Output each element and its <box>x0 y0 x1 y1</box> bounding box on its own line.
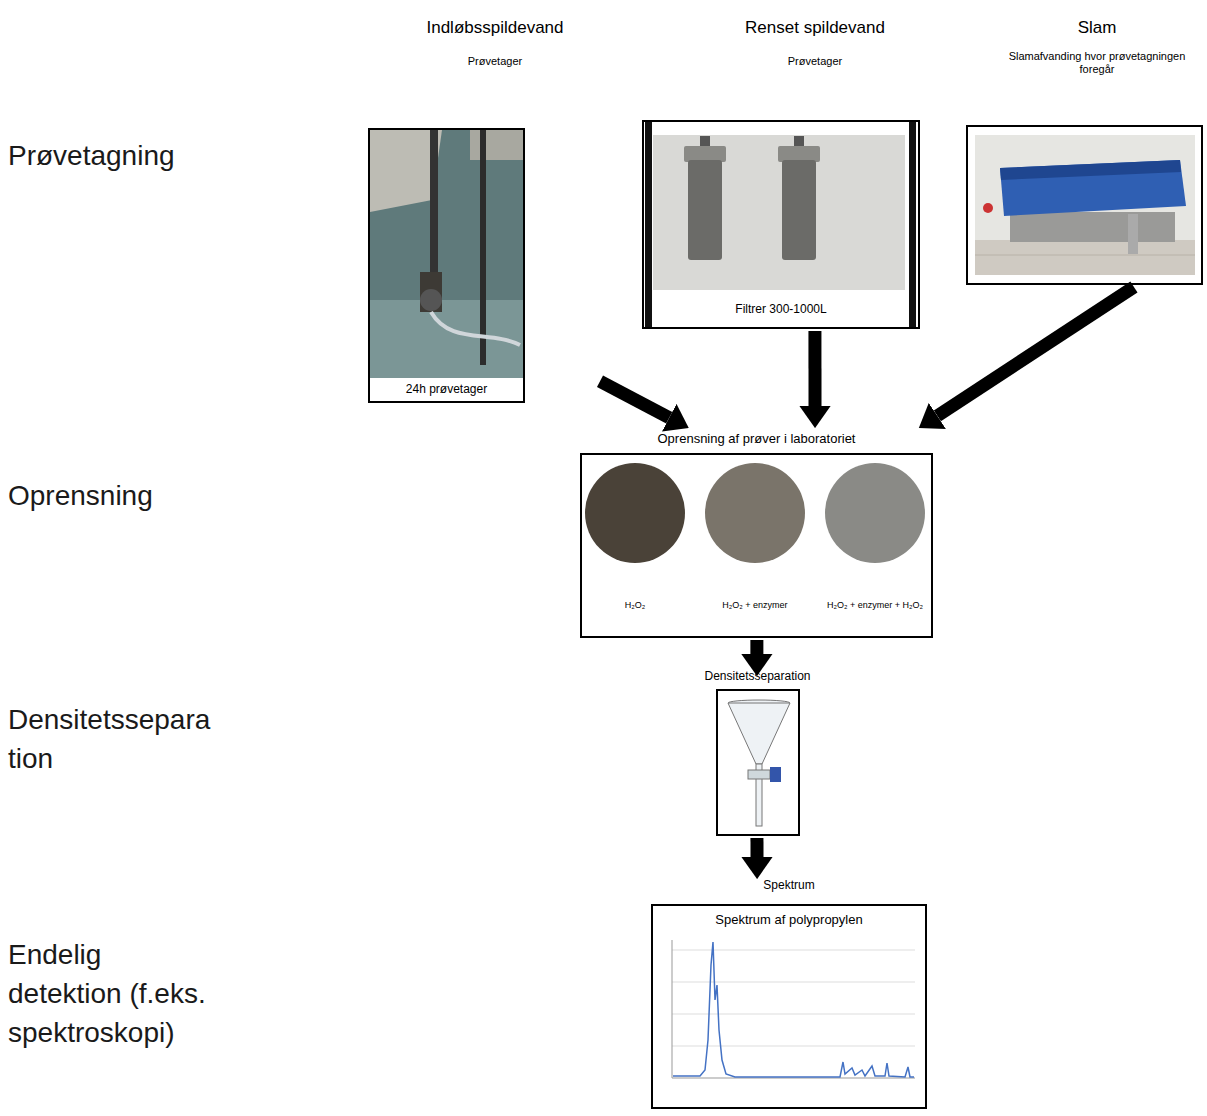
filter-disc <box>705 463 805 563</box>
water <box>370 300 523 378</box>
stopcock-handle <box>770 767 781 782</box>
sampler-inlet <box>420 289 442 311</box>
grid-line <box>672 982 915 983</box>
photo-ground <box>975 135 1195 275</box>
step-heading: Densitetsseparation <box>690 669 825 683</box>
flow-arrow <box>600 381 669 418</box>
photo-ground <box>653 135 905 290</box>
flow-arrow <box>937 287 1134 416</box>
machine-frame <box>1010 212 1175 242</box>
grid-line <box>672 1046 915 1047</box>
step-heading: Spektrum <box>649 878 929 892</box>
pipe <box>430 130 438 275</box>
step-heading: Oprensning af prøver i laboratoriet <box>578 431 935 447</box>
image-caption: H₂O₂ + enzymer + H₂O₂ <box>817 600 933 611</box>
sampler-head <box>420 272 442 312</box>
valve <box>983 203 993 213</box>
image-caption: 24h prøvetager <box>368 382 525 396</box>
stand-bar <box>909 122 916 327</box>
sub-heading: Prøvetager <box>715 55 915 68</box>
image-frame <box>651 904 927 1109</box>
stopcock <box>748 770 770 779</box>
image-frame <box>642 120 920 329</box>
pipe <box>480 130 486 365</box>
image-frame <box>368 128 525 403</box>
image-caption: Filtrer 300-1000L <box>642 302 920 316</box>
flow-arrow <box>750 640 763 654</box>
sub-heading: Prøvetager <box>395 55 595 68</box>
image-caption: H₂O₂ + enzymer <box>699 600 811 611</box>
flow-arrow <box>808 331 821 406</box>
stage-label: Densitetsseparation <box>8 700 213 778</box>
process-step: Oprensning af prøver i laboratorietH₂O₂ H… <box>578 428 935 640</box>
pipe <box>1128 214 1138 254</box>
column-heading: Renset spildevand <box>715 18 915 38</box>
floor-joint <box>975 255 1195 256</box>
y-axis <box>672 940 673 1078</box>
sub-heading: Slamafvanding hvor prøvetagningen foregå… <box>997 50 1197 76</box>
image-frame <box>580 453 933 638</box>
filter-disc <box>585 463 685 563</box>
flow-arrow <box>750 838 763 857</box>
process-step: IndløbsspildevandPrøvetager 24h prøvetage… <box>360 8 600 405</box>
filter-cap <box>684 146 726 162</box>
spectrum-line <box>673 942 914 1077</box>
hose <box>431 312 520 345</box>
stand-bar <box>645 122 652 327</box>
column-heading: Indløbsspildevand <box>395 18 595 38</box>
image-frame <box>966 125 1203 285</box>
filter-cap <box>778 146 820 162</box>
column-heading: Slam <box>992 18 1202 38</box>
floor <box>975 240 1195 275</box>
stage-label: Prøvetagning <box>8 136 338 175</box>
process-step: SpektrumSpektrum af polypropylen <box>649 874 929 1112</box>
process-step: Densitetsseparation <box>690 666 825 838</box>
filter-housing <box>688 160 722 260</box>
chart-title: Spektrum af polypropylen <box>651 912 927 928</box>
centrifuge <box>1000 160 1186 216</box>
wall-edge <box>470 130 523 160</box>
stage-label: Oprensning <box>8 476 338 515</box>
process-step: SlamSlamafvanding hvor prøvetagningen fo… <box>960 8 1205 287</box>
filter-housing <box>782 160 816 260</box>
photo-ground <box>370 130 523 378</box>
centrifuge-top <box>1000 160 1181 180</box>
funnel <box>728 703 790 764</box>
image-frame <box>716 689 800 836</box>
grid-line <box>672 950 915 951</box>
filter-disc <box>825 463 925 563</box>
process-step: Renset spildevandPrøvetagerFiltrer 300-1… <box>636 8 926 331</box>
image-caption: H₂O₂ <box>579 600 691 611</box>
stage-label: Endelig detektion (f.eks. spektroskopi) <box>8 935 218 1053</box>
